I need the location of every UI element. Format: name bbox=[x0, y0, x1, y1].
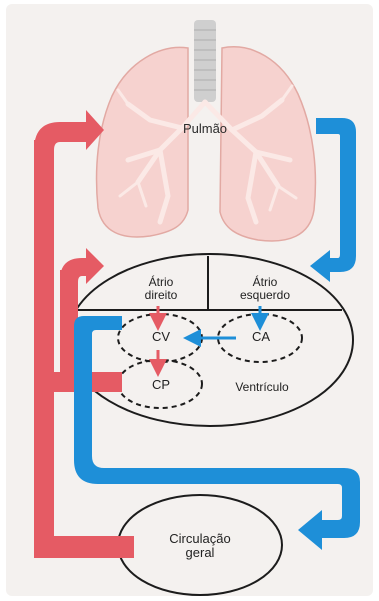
cp-label: CP bbox=[146, 378, 176, 392]
ca-label: CA bbox=[246, 330, 276, 344]
left-atrium-label: Átrio esquerdo bbox=[220, 276, 310, 301]
right-atrium-label: Átrio direito bbox=[126, 276, 196, 301]
ventricle-label: Ventrículo bbox=[222, 381, 302, 394]
cv-label: CV bbox=[146, 330, 176, 344]
general-circulation-label: Circulação geral bbox=[160, 532, 240, 559]
lung-label: Pulmão bbox=[170, 122, 240, 136]
